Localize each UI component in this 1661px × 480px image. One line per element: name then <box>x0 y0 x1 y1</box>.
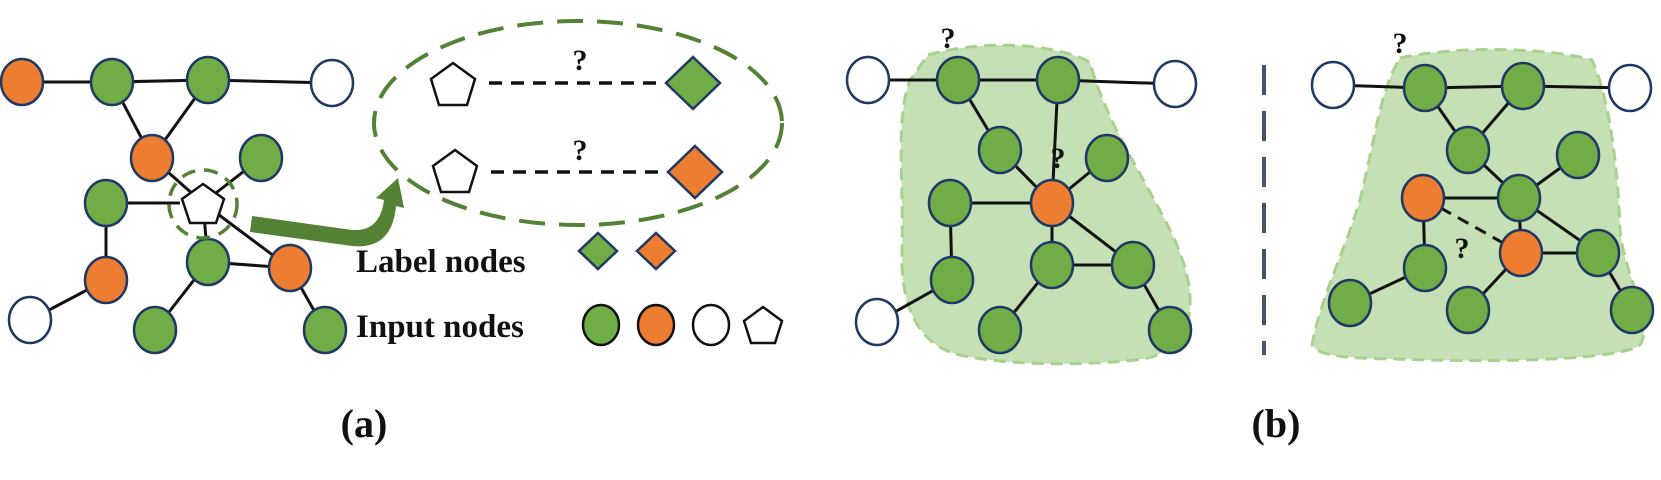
green-node <box>1084 133 1130 183</box>
green-node <box>1327 278 1373 328</box>
legend-green-node <box>581 303 621 347</box>
green-node <box>1110 240 1156 290</box>
arrow-icon <box>250 178 404 247</box>
orange-node <box>1029 178 1075 228</box>
green-node <box>1035 55 1081 105</box>
panel-b-right-nodes <box>1310 60 1655 335</box>
green-node <box>1402 243 1448 293</box>
green-node <box>185 237 231 287</box>
orange-node <box>83 255 129 305</box>
green-node <box>935 55 981 105</box>
green-node <box>1555 130 1601 180</box>
white-node <box>7 295 53 345</box>
green-node <box>89 57 135 107</box>
green-node <box>1496 173 1542 223</box>
orange-node <box>1498 228 1544 278</box>
question-mark: ? <box>573 134 588 167</box>
green-node <box>132 305 178 355</box>
orange-node <box>267 243 313 293</box>
green-node <box>1402 63 1448 113</box>
green-node <box>238 133 284 183</box>
green-node <box>927 178 973 228</box>
green-node <box>1147 305 1193 355</box>
pentagon-node <box>431 148 479 194</box>
legend-input-nodes: Input nodes <box>356 309 524 345</box>
question-mark: ? <box>1455 232 1470 265</box>
highlight-ring <box>167 168 239 240</box>
question-mark: ? <box>1393 27 1408 60</box>
caption-a: (a) <box>341 401 388 446</box>
question-mark: ? <box>573 44 588 77</box>
legend: Label nodes Input nodes <box>356 231 784 347</box>
legend-green-diamond <box>577 231 619 271</box>
white-node <box>1607 63 1653 113</box>
green-node <box>302 305 348 355</box>
question-mark: ? <box>1051 142 1066 175</box>
green-node <box>1445 285 1491 335</box>
green-node <box>977 305 1023 355</box>
caption-b: (b) <box>1252 401 1301 446</box>
panel-a-nodes <box>0 55 355 355</box>
green-node <box>977 125 1023 175</box>
panel-a: ? ? Label nodes Input nodes (a) <box>0 19 784 446</box>
legend-label-nodes: Label nodes <box>356 244 526 280</box>
orange-node <box>129 133 175 183</box>
legend-orange-diamond <box>635 231 677 271</box>
green-node <box>929 255 975 305</box>
white-node <box>845 55 891 105</box>
green-label-node <box>664 55 722 111</box>
orange-label-node <box>666 144 724 200</box>
white-node <box>309 58 355 108</box>
green-node <box>83 178 129 228</box>
green-node <box>1445 125 1491 175</box>
zoom-ellipse <box>372 19 784 227</box>
white-node <box>1310 60 1356 110</box>
panel-a-edges <box>22 78 333 331</box>
white-node <box>1152 59 1198 109</box>
panel-b-left: ? ? <box>845 22 1198 366</box>
legend-white-node <box>691 303 731 347</box>
panel-b-left-nodes <box>845 55 1198 355</box>
green-node <box>1575 228 1621 278</box>
panel-b-right: ? ? <box>1310 27 1655 363</box>
question-mark: ? <box>941 22 956 55</box>
orange-node <box>0 57 45 107</box>
green-node <box>1500 61 1546 111</box>
legend-pentagon <box>742 305 784 345</box>
orange-node <box>1400 173 1446 223</box>
green-node <box>1609 285 1655 335</box>
pentagon-node <box>180 182 226 225</box>
legend-orange-node <box>636 303 676 347</box>
pentagon-node <box>429 61 477 107</box>
white-node <box>854 297 900 347</box>
green-node <box>1029 240 1075 290</box>
green-node <box>185 55 231 105</box>
